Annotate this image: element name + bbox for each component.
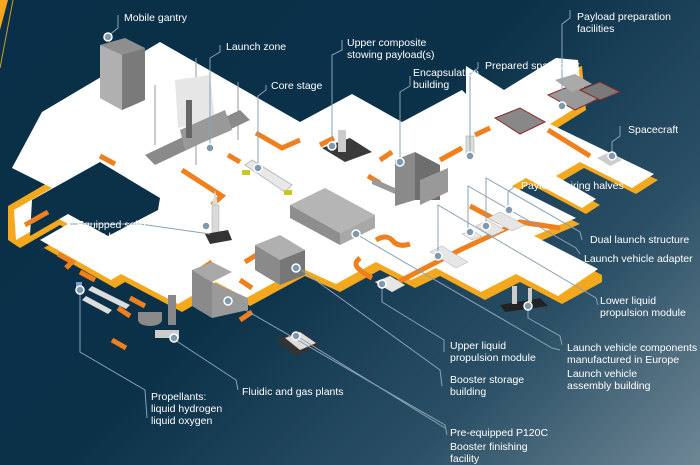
label-line: propulsion module <box>450 352 536 364</box>
corner-accent-line <box>0 0 14 69</box>
marker-prepared-spacecraft <box>465 151 475 161</box>
marker-solid-booster <box>201 221 211 231</box>
label-line: Payload preparation <box>577 11 671 23</box>
label-core-stage: Core stage <box>271 80 322 92</box>
label-line: liquid hydrogen <box>151 403 223 415</box>
label-line: building <box>450 386 487 398</box>
label-line: Spacecraft <box>628 124 679 136</box>
encapsulation-building-object <box>372 152 448 206</box>
marker-lv-components <box>523 301 533 311</box>
marker-spacecraft <box>607 151 617 161</box>
label-launch-vehicle-adapter: Launch vehicle adapter <box>584 253 693 265</box>
marker-launch-zone <box>205 143 215 153</box>
label-line: stowing payload(s) <box>347 49 435 61</box>
label-line: propulsion module <box>600 307 686 319</box>
marker-upper-liquid <box>377 279 387 289</box>
marker-core-stage <box>253 163 263 173</box>
label-line: Launch vehicle <box>567 368 638 380</box>
label-line: Launch vehicle adapter <box>584 253 693 265</box>
label-line: Dual launch structure <box>590 234 690 246</box>
label-line: Propellants: <box>151 391 207 403</box>
marker-assembly <box>351 229 361 239</box>
label-line: Encapsulation <box>413 67 479 79</box>
label-line: building <box>413 79 450 91</box>
leader-lines <box>70 10 621 436</box>
label-spacecraft: Spacecraft <box>628 124 678 136</box>
label-line: Pre-equipped P120C <box>450 427 549 439</box>
label-line: Upper composite <box>347 37 427 49</box>
label-prepared-spacecraft: Prepared spacecraft <box>485 60 580 72</box>
fluidic-gas-plants-object <box>138 295 179 338</box>
label-line: Lower liquid <box>600 295 657 307</box>
label-fluidic-gas-plants: Fluidic and gas plants <box>242 386 344 398</box>
label-line: Mobile gantry <box>124 12 188 24</box>
label-line: manufactured in Europe <box>567 354 680 366</box>
marker-fluidic <box>169 333 179 343</box>
floor-hole-left <box>30 162 160 236</box>
marker-mobile-gantry <box>103 32 113 42</box>
launch-zone-structure <box>145 58 250 165</box>
label-line: Prepared spacecraft <box>485 60 580 72</box>
mobile-gantry-building <box>100 38 145 110</box>
marker-booster-finishing <box>223 296 233 306</box>
markers <box>75 32 617 343</box>
label-line: Equipped solid <box>77 219 146 231</box>
label-launch-zone: Launch zone <box>226 41 286 53</box>
marker-lva <box>465 227 475 237</box>
label-line: Fluidic and gas plants <box>242 386 344 398</box>
label-line: facilities <box>577 23 615 35</box>
label-pre-equipped-p120c: Pre-equipped P120C <box>450 427 548 439</box>
marker-booster-storage <box>291 263 301 273</box>
corner-accent <box>0 0 8 30</box>
label-mobile-gantry: Mobile gantry <box>124 12 187 24</box>
label-line: Launch vehicle components <box>567 342 698 354</box>
label-line: Booster storage <box>450 374 525 386</box>
marker-fairing <box>504 205 514 215</box>
label-line: Payload fairing halves <box>521 180 624 192</box>
label-line: Booster finishing <box>450 441 528 453</box>
label-line: assembly building <box>567 380 651 392</box>
label-line: facility <box>450 453 480 465</box>
marker-p120c <box>291 331 301 341</box>
label-line: Core stage <box>271 80 323 92</box>
payload-prep-object <box>493 74 622 135</box>
label-line: liquid oxygen <box>151 415 213 427</box>
floor-top <box>12 42 654 304</box>
marker-payload-prep <box>557 101 567 111</box>
label-payload-fairing-halves: Payload fairing halves <box>521 180 624 192</box>
marker-upper-composite <box>327 141 337 151</box>
propellant-tanks-object <box>76 282 130 314</box>
solid-booster-object <box>205 190 232 244</box>
label-line: Launch zone <box>226 41 287 53</box>
marker-encapsulation <box>395 157 405 167</box>
buildings <box>76 38 622 356</box>
marker-lower-liquid <box>433 251 443 261</box>
label-line: Upper liquid <box>450 340 507 352</box>
label-line: rocket booster <box>77 231 144 243</box>
marker-dual-launch <box>481 221 491 231</box>
marker-propellants <box>75 285 85 295</box>
label-dual-launch-structure: Dual launch structure <box>590 234 689 246</box>
